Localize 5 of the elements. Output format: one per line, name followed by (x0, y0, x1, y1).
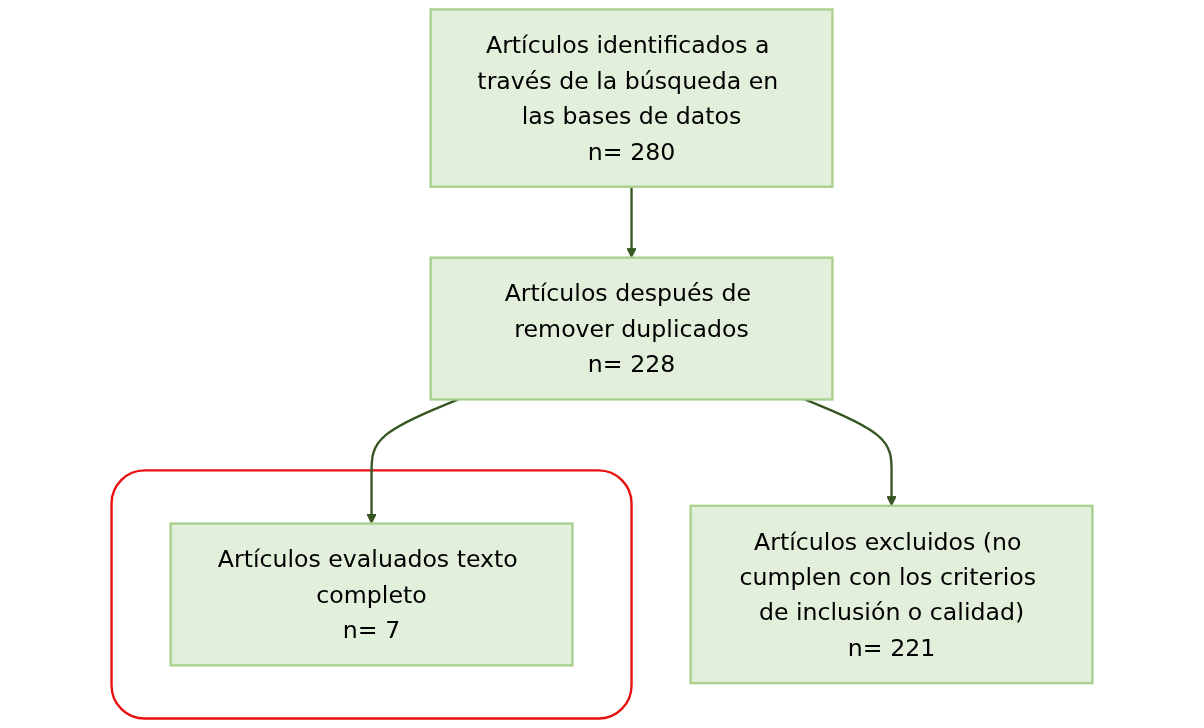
node-box: Artículos excluidos (no cumplen con los criterios de inclusión o calidad) n= 221 (689, 504, 1094, 685)
cluster (110, 469, 633, 720)
node-box: Artículos evaluados texto completo n= 7 (169, 522, 574, 667)
node-box: Artículos identificados a través de la búsqueda en las bases de datos n= 280 (429, 8, 834, 188)
node-box: Artículos después de remover duplicados n= 228 (429, 256, 834, 401)
